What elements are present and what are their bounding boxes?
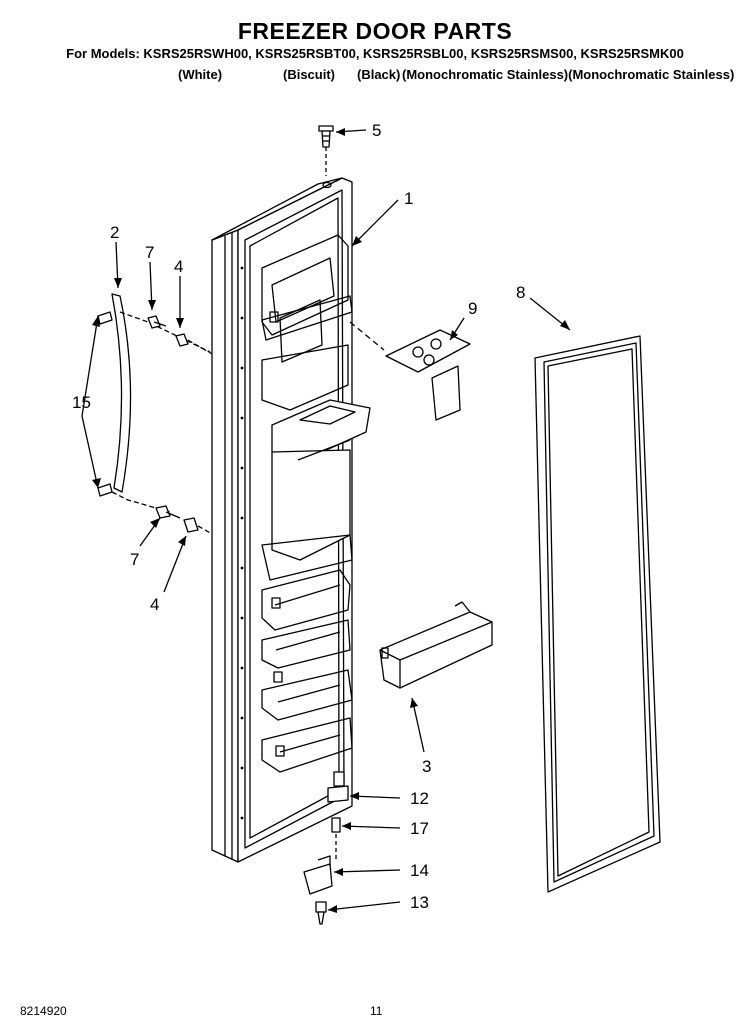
freezer-door <box>211 177 371 863</box>
callout-9: 9 <box>468 299 477 318</box>
callout-12: 12 <box>410 789 429 808</box>
callout-3: 3 <box>422 757 431 776</box>
callout-7-upper: 7 <box>145 243 154 262</box>
callout-2: 2 <box>110 223 119 242</box>
upper-handle-screw <box>147 315 167 329</box>
callout-7-lower: 7 <box>130 550 139 569</box>
doc-number: 8214920 <box>20 1004 67 1018</box>
leader-arrowheads <box>92 128 570 913</box>
dispenser-plate <box>349 321 471 421</box>
callout-5: 5 <box>372 121 381 140</box>
color-biscuit: (Biscuit) <box>283 67 335 82</box>
callout-4-upper: 4 <box>174 257 183 276</box>
bottom-hinge-assembly <box>303 771 349 925</box>
callout-14: 14 <box>410 861 429 880</box>
door-screw-dots <box>240 266 244 820</box>
color-stainless: (Monochromatic Stainless)(Monochromatic … <box>402 67 735 82</box>
top-hinge-pin <box>318 125 334 176</box>
callout-8: 8 <box>516 283 525 302</box>
callout-17: 17 <box>410 819 429 838</box>
models-line: For Models: KSRS25RSWH00, KSRS25RSBT00, … <box>66 46 684 61</box>
door-bin <box>379 601 493 689</box>
callout-13: 13 <box>410 893 429 912</box>
page-number: 11 <box>370 1004 383 1018</box>
callout-15: 15 <box>72 393 91 412</box>
color-black: (Black) <box>357 67 401 82</box>
lower-handle-screw <box>155 505 181 519</box>
door-gasket <box>534 335 661 893</box>
color-white: (White) <box>178 67 223 82</box>
page-title: FREEZER DOOR PARTS <box>237 18 513 44</box>
upper-handle-spacer <box>175 333 213 355</box>
callout-4-lower: 4 <box>150 595 159 614</box>
door-handle <box>97 293 211 513</box>
callout-1: 1 <box>404 189 413 208</box>
lower-handle-spacer <box>183 517 213 535</box>
